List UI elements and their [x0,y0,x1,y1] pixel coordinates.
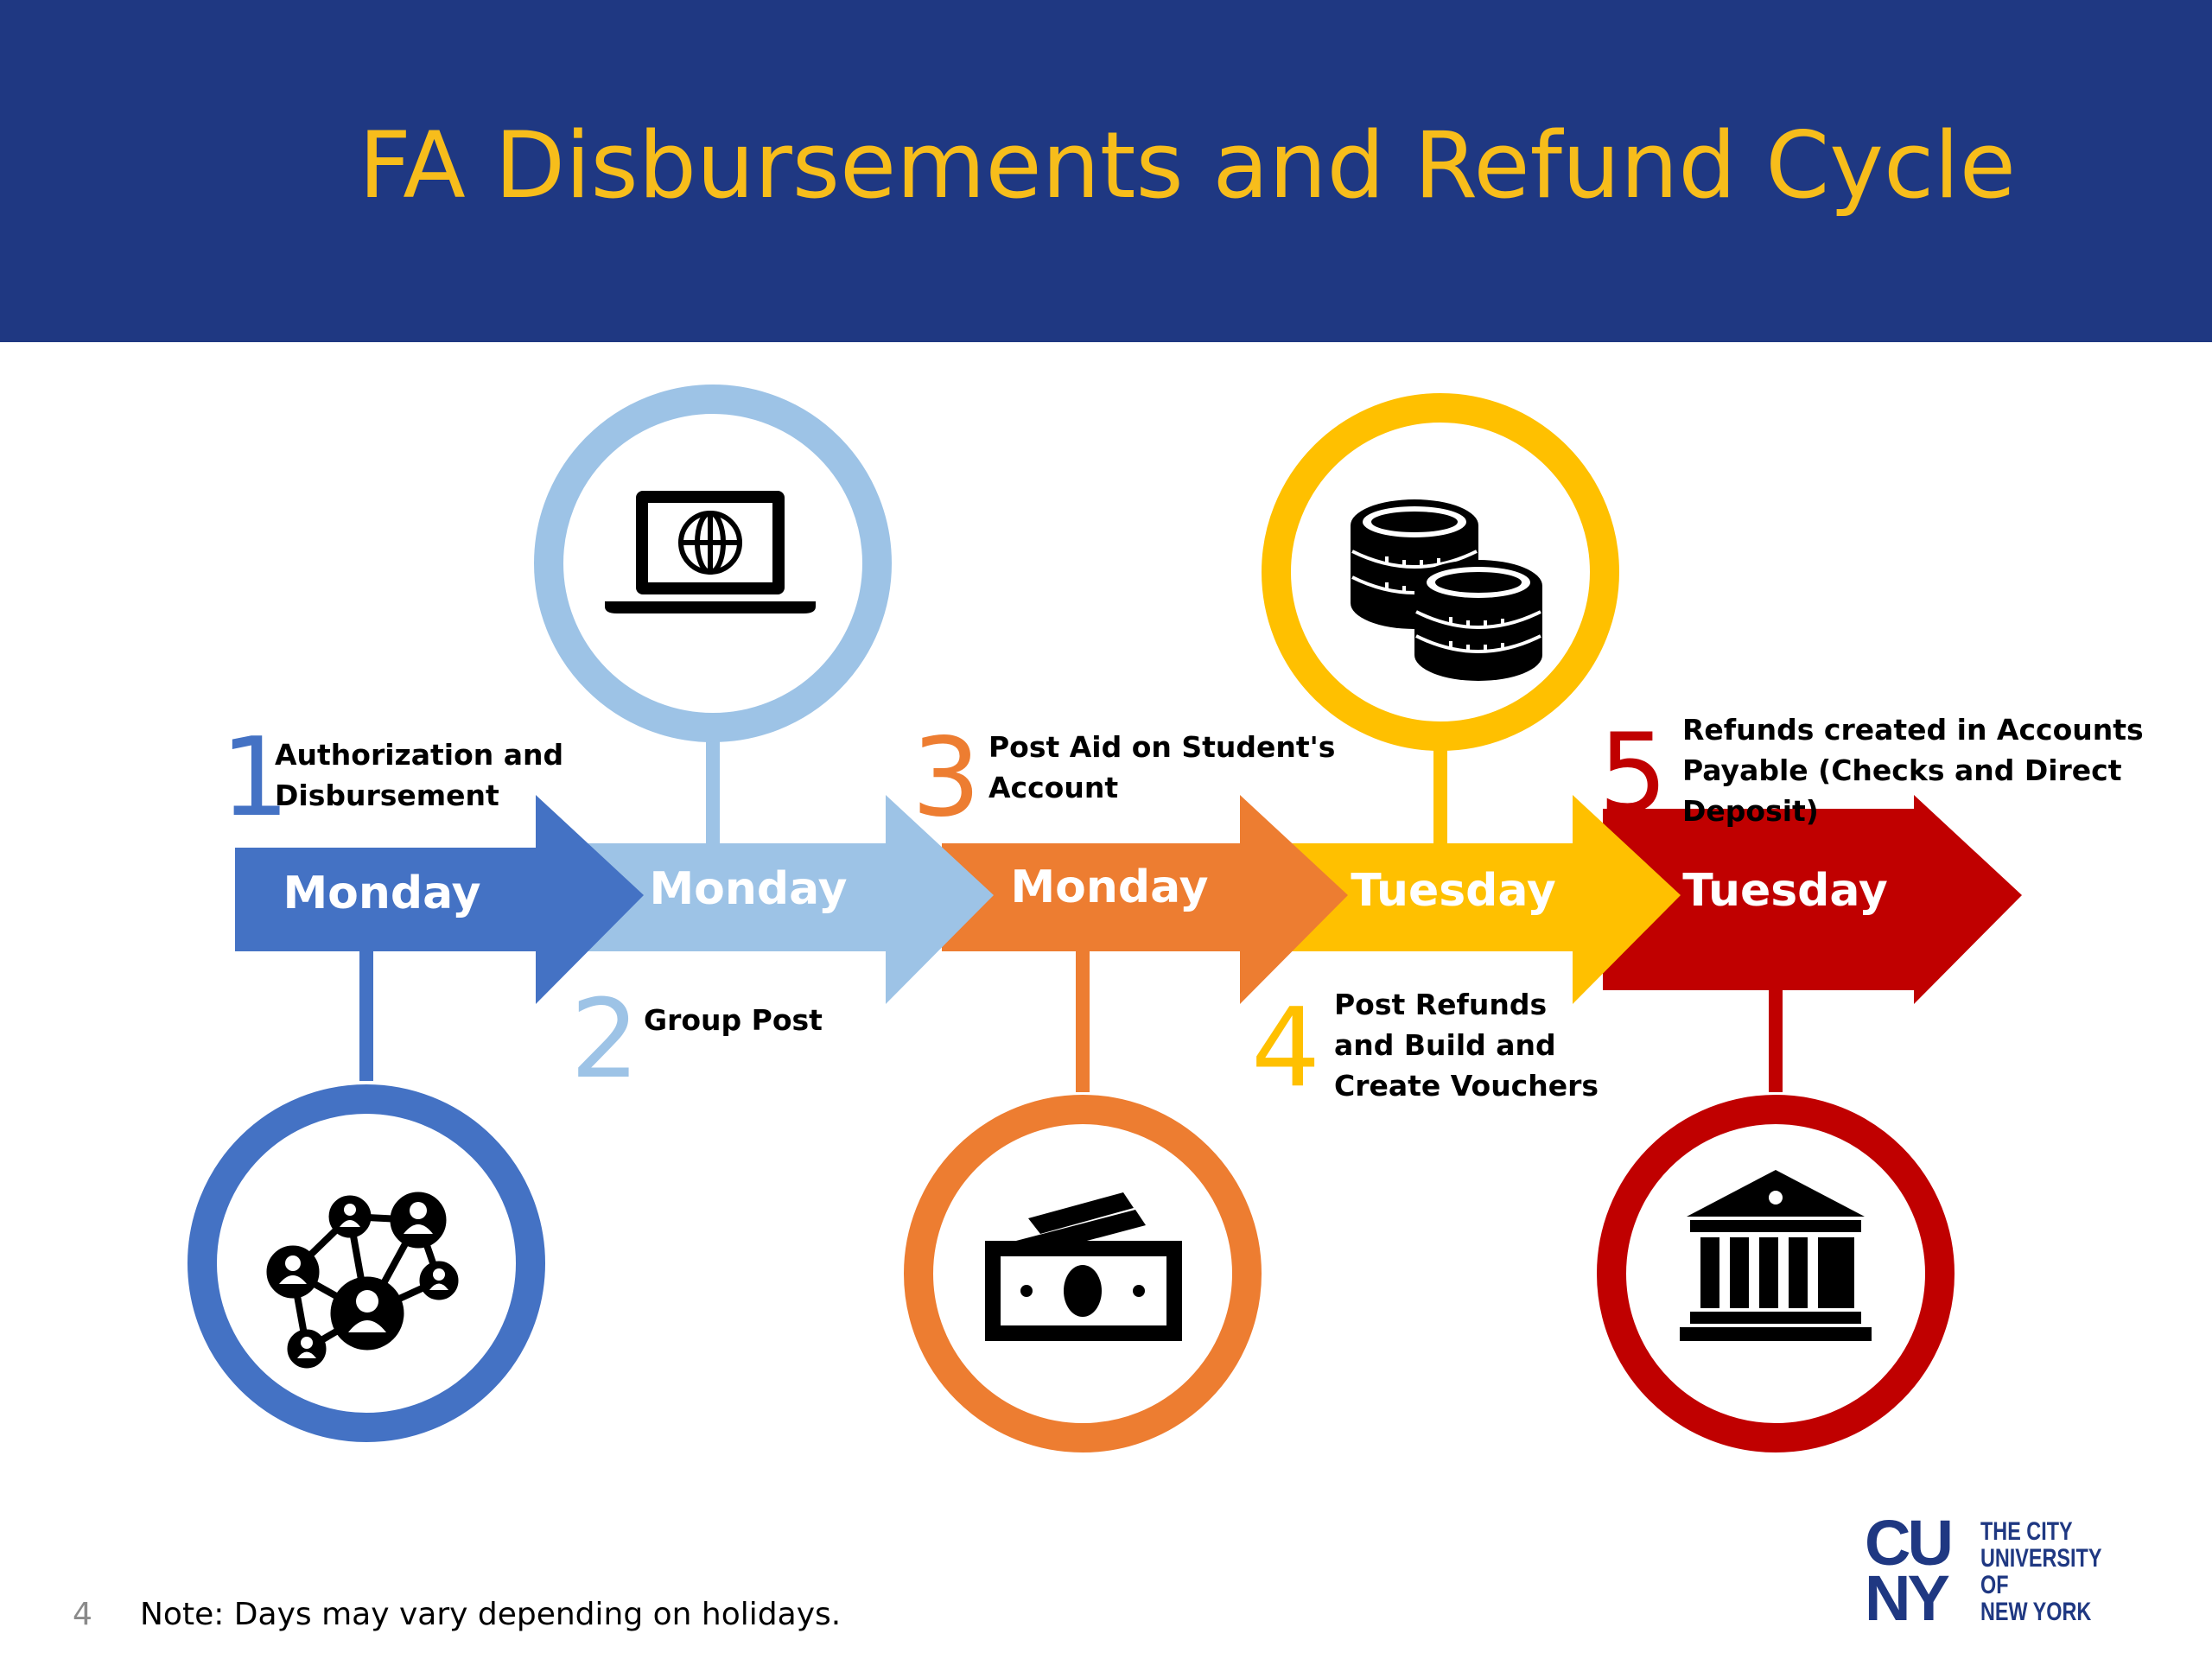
cuny-logo: CU NY THE CITY UNIVERSITY OF NEW YORK [1865,1507,2117,1634]
step-3-number: 3 [912,714,981,841]
bank-icon [1680,1170,1872,1341]
step-3-label-line: Account [988,771,1118,804]
step-1-label-line: Authorization and [275,738,563,772]
step-5-label-line: Refunds created in Accounts [1682,713,2144,747]
network-people-icon [266,1192,459,1369]
step-4-label-line: Post Refunds [1334,988,1547,1021]
footer-note: Note: Days may vary depending on holiday… [140,1597,842,1632]
page-title: FA Disbursements and Refund Cycle [359,112,2016,219]
step-2-day: Monday [649,863,847,915]
step-5-day: Tuesday [1682,865,1888,917]
step-3-label-line: Post Aid on Student's [988,730,1335,764]
arrow-step-2 [583,795,994,1004]
cuny-logo-text: THE CITY UNIVERSITY OF NEW YORK [1980,1517,2102,1626]
arrow-step-1 [235,795,644,1004]
step-3-day: Monday [1010,861,1208,913]
step-2-label: Group Post [644,1003,823,1037]
step-5-number: 5 [1599,709,1668,836]
header-banner: FA Disbursements and Refund Cycle [0,0,2212,342]
step-5-label-line: Deposit) [1682,794,1819,828]
step-5-label-line: Payable (Checks and Direct [1682,753,2122,787]
step-1-day: Monday [283,868,480,919]
step-1-number: 1 [220,714,289,841]
cuny-logo-mark: CU NY [1865,1507,1954,1634]
process-diagram: Monday Monday Monday Tuesday Tuesday 1 2… [188,385,2144,1452]
page-number: 4 [73,1597,92,1632]
arrow-step-3 [942,795,1348,1004]
coins-icon [1351,499,1542,681]
cash-icon [985,1192,1182,1341]
step-4-day: Tuesday [1351,865,1556,917]
arrow-step-4 [1292,795,1681,1004]
step-1-label-line: Disbursement [275,779,499,812]
laptop-globe-icon [605,491,816,613]
step-2-label-line: Group Post [644,1003,823,1037]
circle-step-1 [188,1084,545,1442]
step-4-label-line: Create Vouchers [1334,1069,1599,1103]
step-4-label-line: and Build and [1334,1028,1556,1062]
step-4-number: 4 [1251,984,1320,1111]
step-2-number: 2 [570,976,639,1103]
arrow-step-5 [1603,795,2022,1004]
